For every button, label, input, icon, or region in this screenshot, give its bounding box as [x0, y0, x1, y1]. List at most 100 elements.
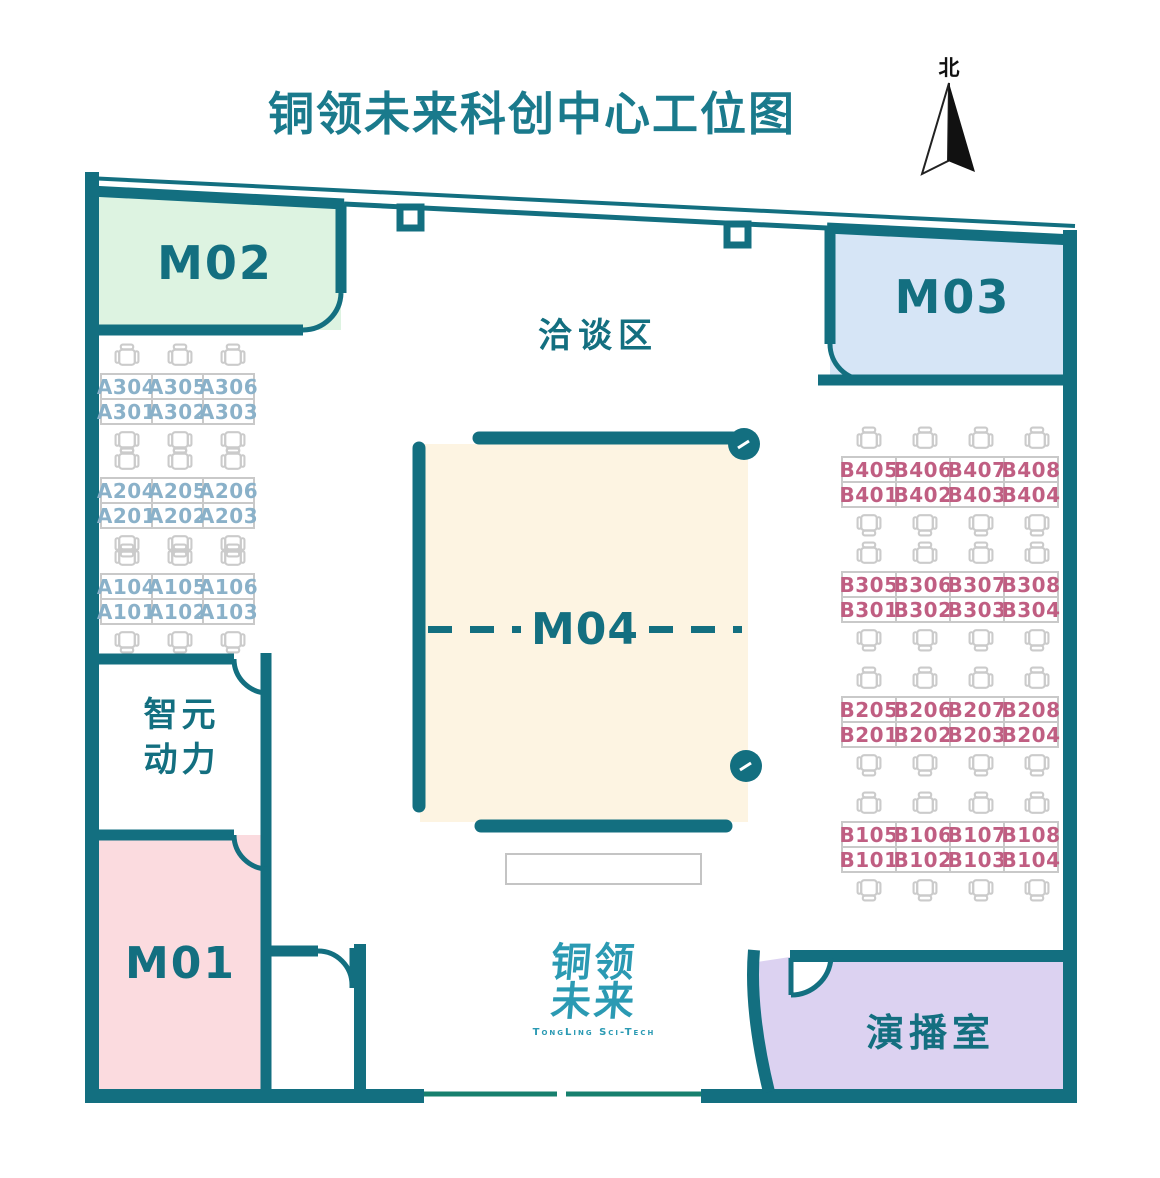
chair-row — [100, 342, 259, 371]
pivot-mark — [739, 761, 752, 772]
chair-icon — [841, 541, 897, 568]
chair-icon — [897, 510, 953, 537]
desk-B404: B404 — [1001, 481, 1061, 508]
pivot-mark — [737, 439, 750, 450]
desk-B305: B305 — [839, 571, 899, 598]
desk-A304: A304 — [96, 373, 157, 400]
chair-icon — [953, 426, 1009, 453]
wall-bracket-icon — [723, 220, 752, 249]
chair-icon — [897, 666, 953, 693]
m04-dash-left — [428, 626, 521, 633]
chair-row — [100, 542, 259, 571]
room-label-m04: M04 — [428, 604, 743, 655]
chair-icon — [841, 426, 897, 453]
desk-B201: B201 — [839, 721, 899, 748]
room-label-negotiation: 洽谈区 — [538, 316, 658, 356]
room-zhiyuan — [97, 659, 266, 835]
chair-icon — [206, 343, 259, 370]
chair-icon — [953, 875, 1009, 902]
chair-row — [100, 626, 259, 655]
desk-B207: B207 — [947, 696, 1007, 723]
chair-icon — [153, 343, 206, 370]
logo-line2: 未来 — [549, 979, 640, 1026]
desk-B104: B104 — [1001, 846, 1061, 873]
room-m03 — [830, 227, 1064, 380]
chair-icon — [897, 750, 953, 777]
page-title: 铜领未来科创中心工位图 — [268, 87, 796, 141]
chair-icon — [206, 427, 259, 454]
desk-B102: B102 — [893, 846, 953, 873]
desk-A206: A206 — [198, 477, 259, 504]
desk-B108: B108 — [1001, 821, 1061, 848]
chair-icon — [1009, 541, 1065, 568]
room-label-m03: M03 — [894, 270, 1011, 324]
chair-row — [841, 665, 1065, 694]
chair-row — [841, 874, 1065, 903]
room-label-studio: 演播室 — [865, 1011, 995, 1055]
chair-row — [100, 446, 259, 475]
room-label-m01: M01 — [124, 938, 236, 989]
studio-walls — [747, 949, 1070, 1094]
room-m01 — [97, 835, 266, 1096]
desk-B303: B303 — [947, 596, 1007, 623]
desk-B205: B205 — [839, 696, 899, 723]
desk-B308: B308 — [1001, 571, 1061, 598]
chair-icon — [100, 531, 153, 558]
desk-B306: B306 — [893, 571, 953, 598]
studio-door-notch — [791, 958, 831, 996]
chair-icon — [841, 791, 897, 818]
chair-row — [841, 540, 1065, 569]
chair-icon — [100, 543, 153, 570]
chair-icon — [153, 447, 206, 474]
chair-icon — [206, 447, 259, 474]
chair-icon — [1009, 666, 1065, 693]
zhiyuan-walls — [92, 653, 272, 1096]
logo-subtitle: TongLing Sci-Tech — [532, 1027, 656, 1039]
desk-A104: A104 — [96, 573, 157, 600]
m01-door-arc — [231, 834, 269, 872]
desk-B302: B302 — [893, 596, 953, 623]
chair-icon — [1009, 426, 1065, 453]
north-compass-icon: 北 — [920, 56, 975, 176]
m03-walls — [818, 226, 1072, 386]
chair-icon — [206, 531, 259, 558]
m01-walls — [92, 829, 269, 872]
chair-icon — [841, 666, 897, 693]
chair-icon — [953, 510, 1009, 537]
chair-icon — [100, 343, 153, 370]
desk-B105: B105 — [839, 821, 899, 848]
compass-north-label: 北 — [939, 56, 960, 80]
chair-icon — [841, 750, 897, 777]
chair-icon — [841, 625, 897, 652]
room-studio — [755, 957, 1064, 1090]
desk-A301: A301 — [96, 398, 157, 425]
chair-icon — [897, 541, 953, 568]
desk-B301: B301 — [839, 596, 899, 623]
desk-B103: B103 — [947, 846, 1007, 873]
desk-B208: B208 — [1001, 696, 1061, 723]
desk-B304: B304 — [1001, 596, 1061, 623]
desk-B206: B206 — [893, 696, 953, 723]
chair-icon — [897, 875, 953, 902]
desk-B101: B101 — [839, 846, 899, 873]
logo-line1: 铜领 — [549, 940, 640, 986]
desk-A105: A105 — [147, 573, 208, 600]
chair-icon — [841, 510, 897, 537]
m02-door-arc — [302, 292, 344, 333]
